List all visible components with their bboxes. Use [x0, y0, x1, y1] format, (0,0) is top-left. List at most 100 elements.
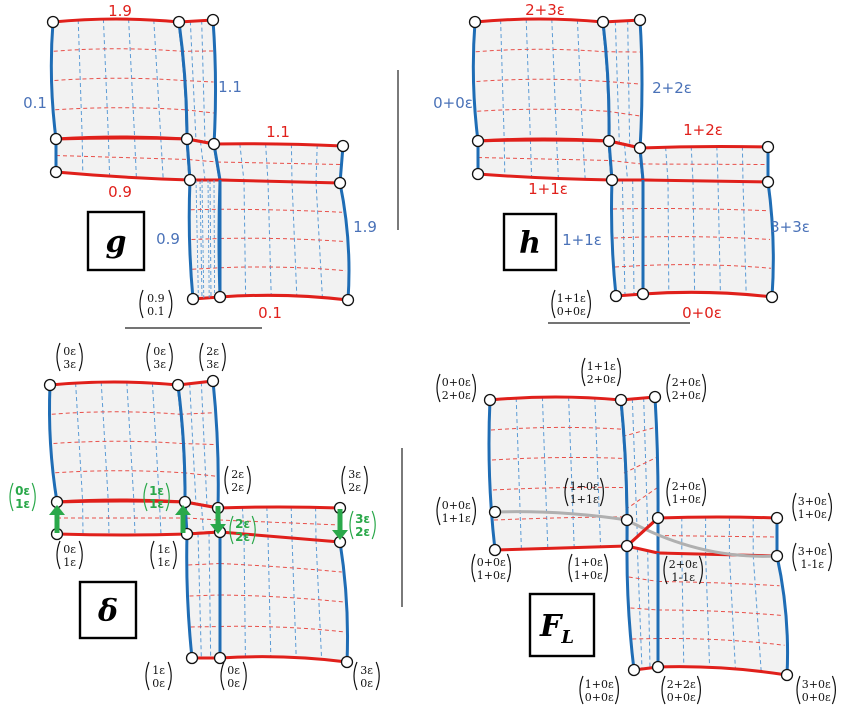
vector-bottom: 1+0ε: [574, 569, 603, 582]
vector-top: 3+0ε: [802, 678, 831, 691]
paren-right: [168, 289, 173, 319]
label-top-upper: 2+3ε: [525, 1, 565, 19]
grid-line-v: [158, 501, 162, 535]
paren-left: [341, 465, 346, 495]
grid-line-v: [594, 398, 602, 547]
vector-bottom: 1+0ε: [798, 508, 827, 521]
vertex-node: [206, 13, 220, 27]
patch-fill: [185, 502, 220, 534]
vector-bottom: 2+0ε: [442, 389, 471, 402]
edge-top: [52, 17, 180, 24]
grid-line-h: [191, 238, 221, 240]
grid-line-h: [610, 160, 642, 165]
edge-top: [49, 380, 179, 387]
paren-left: [581, 357, 586, 387]
patch-fill: [478, 140, 612, 180]
grid-line-v: [716, 146, 719, 183]
grid-line-h: [190, 208, 221, 211]
vertex-node: [333, 176, 347, 190]
paren-right: [221, 342, 226, 372]
vertex-node: [213, 290, 227, 304]
vector-bottom: 0+0ε: [585, 691, 614, 704]
edge-top: [219, 178, 341, 185]
vertex-node: [609, 289, 623, 303]
vector-top: 3ε: [360, 664, 373, 677]
vertex-node: [43, 378, 57, 392]
vertex-node: [172, 15, 186, 29]
grid-line-h: [630, 607, 659, 611]
edge-right: [638, 19, 644, 149]
paren-right: [827, 492, 832, 522]
grid-line-v: [77, 20, 83, 138]
paren-left: [792, 492, 797, 522]
paren-left: [661, 675, 666, 705]
vertex-node: [186, 292, 200, 306]
paren-right: [599, 477, 604, 507]
vec-bottom-left: 0+0ε1+0ε: [471, 553, 511, 583]
shift-arrow-head: [210, 524, 226, 534]
vector-bottom: 2ε: [355, 525, 370, 539]
paren-left: [139, 289, 144, 319]
separators: [125, 70, 690, 607]
grid-line-v: [209, 179, 212, 298]
label-box-frame: [78, 580, 138, 640]
paren-left: [349, 510, 354, 540]
edge-top: [217, 505, 341, 510]
grid-line-v: [153, 20, 162, 138]
vector-bottom: 1+0ε: [672, 493, 701, 506]
grid-line-h: [492, 486, 625, 491]
vector-top: 1+1ε: [557, 292, 586, 305]
paren-left: [663, 555, 668, 585]
vector-top: 1ε: [152, 664, 165, 677]
paren-left: [796, 675, 801, 705]
grid-line-h: [612, 208, 644, 210]
vector-top: 3ε: [355, 512, 370, 526]
vertex-node: [765, 290, 779, 304]
edge-left: [610, 179, 618, 297]
vec-mid-right: 2+0ε1+0ε: [666, 477, 706, 507]
label-top-lower: 1+2ε: [683, 121, 723, 139]
label-right-lower: 3+3ε: [770, 218, 810, 236]
vector-bottom: 0.1: [147, 305, 165, 318]
vec-lower-right-2: 3+0ε1-1ε: [792, 542, 832, 572]
vector-bottom: 0+0ε: [802, 691, 831, 704]
edge-left: [487, 399, 497, 551]
edge-top: [56, 499, 186, 504]
edge-left: [601, 21, 611, 142]
label-bottom-lower: 0.1: [258, 304, 282, 322]
grid-line-h: [192, 267, 221, 270]
vector-top: 1+0ε: [570, 480, 599, 493]
grid-line-v: [647, 550, 651, 669]
edge-bottom: [219, 655, 348, 664]
edge-left: [47, 384, 59, 503]
paren-left: [564, 477, 569, 507]
vector-bottom: 3ε: [206, 358, 219, 371]
grid-line-v: [265, 143, 269, 183]
vec-corner-3: 3+0ε0+0ε: [796, 675, 836, 705]
vertex-node: [213, 651, 227, 665]
vector-top: 1ε: [157, 543, 170, 556]
grid-line-h: [657, 637, 785, 646]
paren-right: [172, 540, 177, 570]
vector-bottom: 1ε: [157, 556, 170, 569]
vertex-node: [636, 287, 650, 301]
grid-line-h: [476, 78, 607, 82]
vertex-node: [471, 134, 485, 148]
grid-line-h: [54, 77, 184, 81]
label-box-g: g: [86, 210, 146, 272]
grid-line-h: [218, 519, 341, 526]
edge-right: [775, 555, 790, 676]
paren-right: [78, 342, 83, 372]
grid-line-v: [500, 20, 505, 140]
vertex-node: [770, 549, 784, 563]
grid-line-v: [631, 398, 638, 537]
vector-bottom: 2+0ε: [587, 373, 616, 386]
paren-left: [56, 540, 61, 570]
paren-right: [167, 661, 172, 691]
